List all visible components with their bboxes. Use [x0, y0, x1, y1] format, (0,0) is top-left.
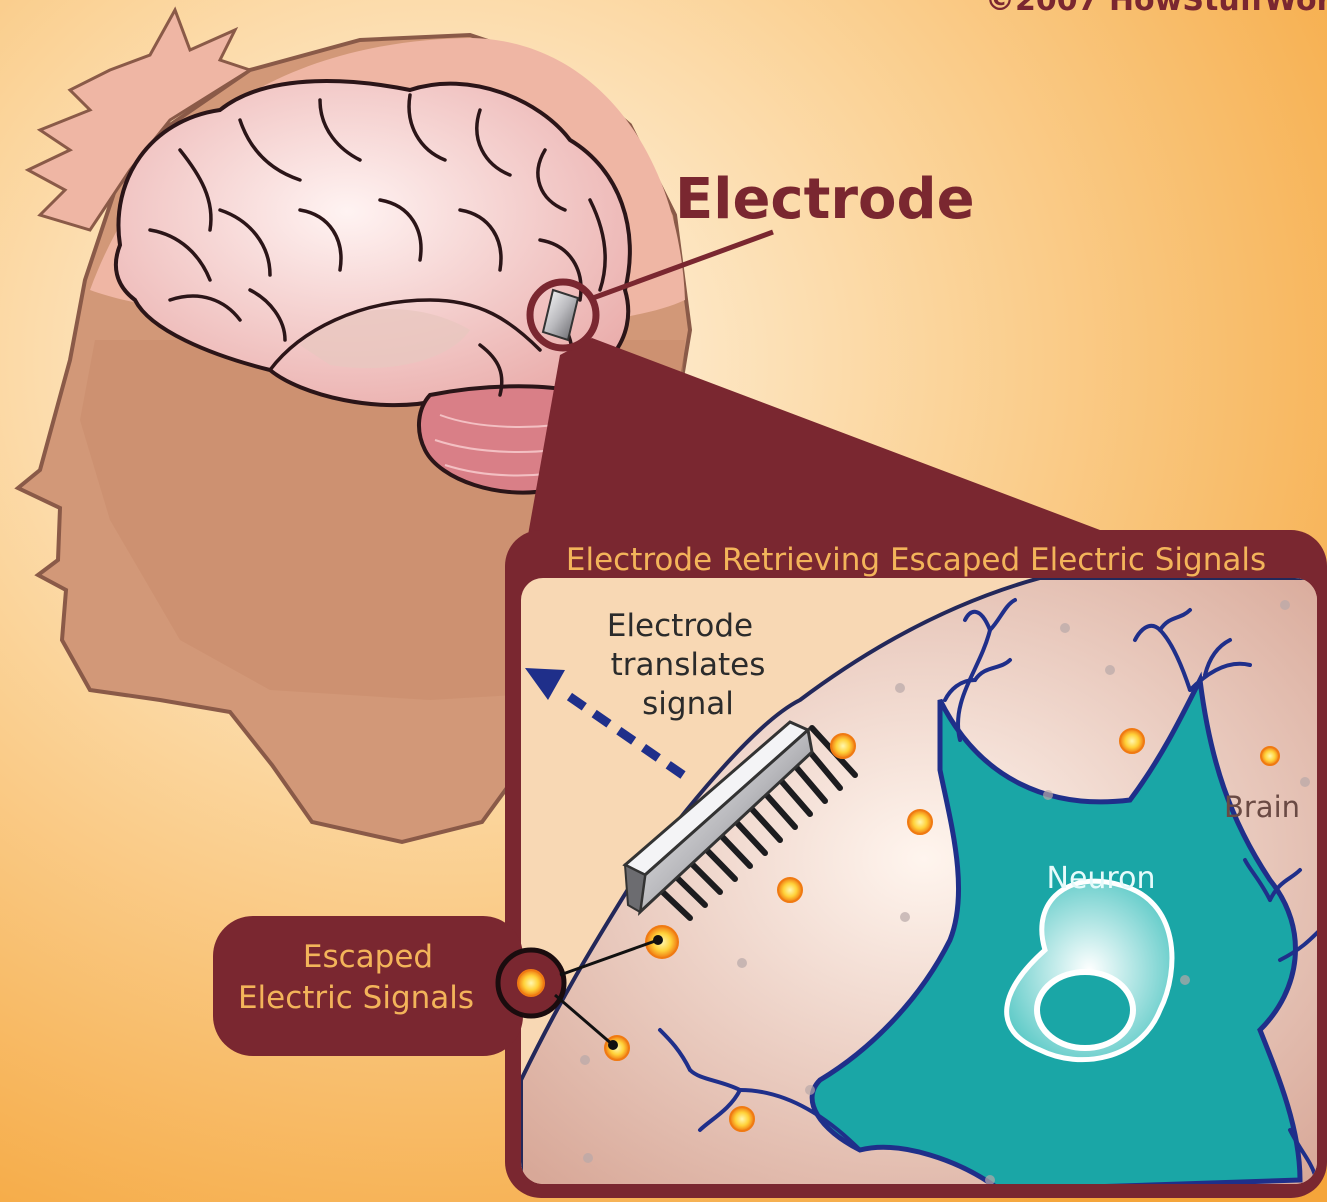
translates-line3: signal — [642, 686, 734, 722]
escaped-line1: Escaped — [303, 939, 433, 975]
inset-panel: Electrode Retrieving Escaped Electric Si… — [505, 530, 1327, 1202]
translates-line2: translates — [611, 647, 766, 683]
brain-label: Brain — [1224, 790, 1300, 824]
copyright-text: ©2007 HowStuffWorks — [985, 0, 1327, 18]
translates-line1: Electrode — [607, 608, 753, 644]
neuron-nucleolus — [1037, 972, 1133, 1048]
neuron-label: Neuron — [1047, 861, 1156, 896]
inset-title: Electrode Retrieving Escaped Electric Si… — [566, 542, 1266, 578]
electrode-label: Electrode — [675, 167, 975, 232]
escaped-line2: Electric Signals — [238, 980, 474, 1016]
